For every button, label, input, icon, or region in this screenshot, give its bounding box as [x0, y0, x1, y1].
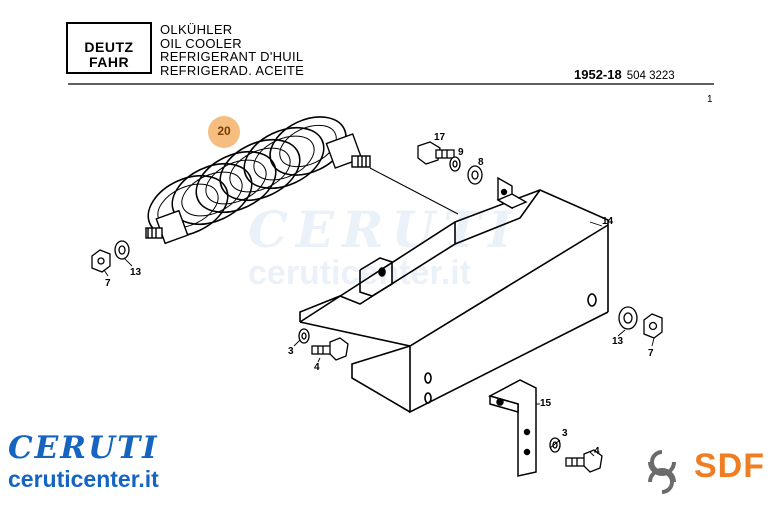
label-7-right: 7: [648, 348, 654, 359]
label-3-left: 3: [288, 346, 294, 357]
watermark-name: CERUTI: [248, 200, 520, 259]
angle-bracket-15: [488, 379, 537, 477]
nut-7-left: [91, 249, 111, 273]
title-english: OIL COOLER: [160, 35, 242, 51]
label-3-right: 3: [562, 428, 568, 439]
leader-lines: [103, 221, 655, 457]
brand-line-2: FAHR: [88, 54, 130, 70]
title-block: OLKÜHLER OIL COOLER REFRIGERANT D'HUIL R…: [160, 23, 304, 77]
washer-13-right: [618, 306, 638, 330]
washer-8: [467, 165, 483, 185]
washer-3-left: [298, 328, 310, 344]
sdf-logo-text: SDF: [694, 447, 765, 485]
code-main: 1952-18: [574, 67, 622, 82]
washer-9: [449, 156, 461, 172]
bolt-4-left: [311, 337, 349, 361]
coil-fitting-left: [145, 209, 189, 245]
label-8: 8: [478, 157, 484, 168]
nut-7-right: [643, 313, 663, 339]
label-17: 17: [434, 132, 446, 143]
coil-fitting-right: [325, 133, 371, 169]
bolt-4-right: [565, 449, 603, 473]
label-7-left: 7: [105, 278, 111, 289]
part-code: 1952-18 504 3223: [574, 67, 675, 82]
ceruti-logo-text: CERUTI: [8, 430, 159, 466]
label-9: 9: [458, 147, 464, 158]
callout-number: 20: [217, 124, 231, 138]
oil-cooler-coil: [147, 116, 347, 238]
washer-13-left: [114, 240, 130, 260]
page-number: 1: [707, 94, 713, 105]
sdf-logo-icon: [648, 450, 676, 494]
label-15: 15: [540, 398, 552, 409]
label-13-left: 13: [130, 267, 142, 278]
brand-line-1: DEUTZ: [84, 39, 134, 55]
code-part-number: 504 3223: [626, 70, 675, 82]
washer-3-right: [549, 437, 561, 453]
title-french: REFRIGERANT D'HUIL: [160, 49, 304, 64]
title-spanish: REFRIGERAD. ACEITE: [160, 62, 305, 78]
mounting-bracket: [299, 189, 609, 414]
label-4-left: 4: [314, 362, 320, 373]
label-13-right: 13: [612, 336, 624, 347]
deutz-fahr-logo: DEUTZ FAHR: [66, 22, 152, 74]
label-4-right: 4: [594, 446, 600, 457]
bolt-17: [417, 141, 455, 165]
angle-clip: [496, 176, 528, 210]
title-german: OLKÜHLER: [160, 22, 233, 37]
highlight-callout[interactable]: [208, 116, 240, 148]
label-14: 14: [602, 216, 614, 227]
ceruti-url: ceruticenter.it: [8, 466, 159, 492]
